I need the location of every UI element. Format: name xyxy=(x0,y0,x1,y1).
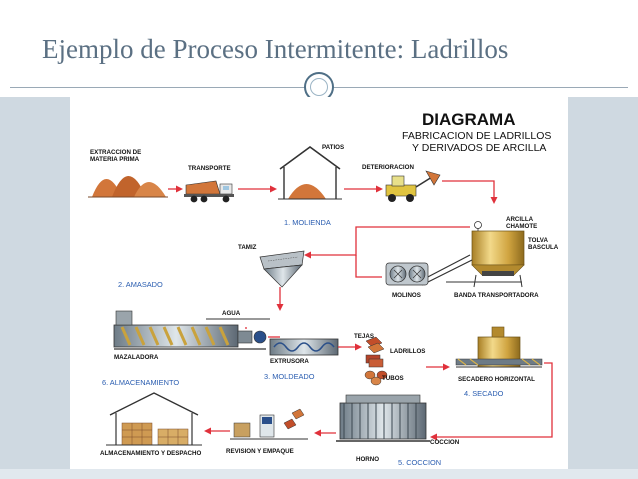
label-mezcladora: MAZALADORA xyxy=(114,354,159,361)
right-decor-panel xyxy=(568,97,638,469)
brick-process-diagram: DIAGRAMA FABRICACION DE LADRILLOS Y DERI… xyxy=(70,97,568,469)
step-6-almacenamiento: 6. ALMACENAMIENTO xyxy=(102,378,179,387)
left-decor-panel xyxy=(0,97,70,469)
horizontal-dryer-machine xyxy=(455,326,543,368)
label-deterioracion: DETERIORACION xyxy=(362,164,414,171)
label-molinos: MOLINOS xyxy=(392,292,421,299)
arrow-secadero-horno xyxy=(430,362,553,441)
label-banda: BANDA TRANSPORTADORA xyxy=(454,292,539,299)
label-tubos: TUBOS xyxy=(382,375,404,382)
arrow-molinos-tamiz xyxy=(355,255,382,278)
label-coccion: COCCION xyxy=(430,439,460,446)
patio-shelter-icon xyxy=(278,146,342,200)
label-secadero: SECADERO HORIZONTAL xyxy=(458,376,535,383)
label-ladrillos: LADRILLOS xyxy=(390,348,425,355)
label-transporte: TRANSPORTE xyxy=(188,165,231,172)
label-almacenamiento: ALMACENAMIENTO Y DESPACHO xyxy=(100,450,201,457)
label-horno: HORNO xyxy=(356,456,379,463)
diagram-title: DIAGRAMA xyxy=(422,110,516,129)
mixer-machine xyxy=(113,310,267,350)
label-patios: PATIOS xyxy=(322,144,344,151)
step-4-secado: 4. SECADO xyxy=(464,389,504,398)
label-tejas: TEJAS xyxy=(354,333,374,340)
label-agua: AGUA xyxy=(222,310,241,317)
conveyor-belt xyxy=(421,254,522,286)
label-arcilla: ARCILLA xyxy=(506,216,534,223)
hopper-scale-machine xyxy=(471,221,525,288)
arrow-tolva-tamiz-feed xyxy=(304,226,470,259)
label-extrusora: EXTRUSORA xyxy=(270,358,309,365)
label-tolva: TOLVA xyxy=(528,237,548,244)
bottom-decor-strip xyxy=(0,469,638,479)
step-3-moldeado: 3. MOLDEADO xyxy=(264,372,315,381)
step-5-coccion: 5. COCCION xyxy=(398,458,441,467)
diagram-subtitle-2: Y DERIVADOS DE ARCILLA xyxy=(412,142,546,154)
clay-piles-illustration xyxy=(88,176,168,198)
step-2-amasado: 2. AMASADO xyxy=(118,280,163,289)
diagram-subtitle-1: FABRICACION DE LADRILLOS xyxy=(402,130,551,142)
label-bascula: BASCULA xyxy=(528,244,559,251)
extruder-machine xyxy=(269,338,339,356)
inspection-packing-station xyxy=(230,408,308,440)
products-tiles-bricks-tubes xyxy=(364,336,388,386)
arrow-deterioracion-tolva xyxy=(442,180,498,204)
label-tamiz: TAMIZ xyxy=(238,244,257,251)
label-revision: REVISION Y EMPAQUE xyxy=(226,448,294,455)
label-extraccion-1: EXTRACCION DE xyxy=(90,149,141,156)
label-chamote: CHAMOTE xyxy=(506,223,537,230)
front-loader-icon xyxy=(385,170,441,202)
step-1-molienda: 1. MOLIENDA xyxy=(284,218,331,227)
sieve-machine xyxy=(259,250,305,288)
warehouse-storage-illustration xyxy=(106,392,202,446)
process-diagram-svg: DIAGRAMA FABRICACION DE LADRILLOS Y DERI… xyxy=(88,110,559,467)
kiln-oven-machine xyxy=(336,394,430,442)
slide-title: Ejemplo de Proceso Intermitente: Ladrill… xyxy=(42,34,509,64)
dump-truck-icon xyxy=(184,180,234,203)
mills-machine xyxy=(385,262,429,286)
label-extraccion-2: MATERIA PRIMA xyxy=(90,156,140,163)
